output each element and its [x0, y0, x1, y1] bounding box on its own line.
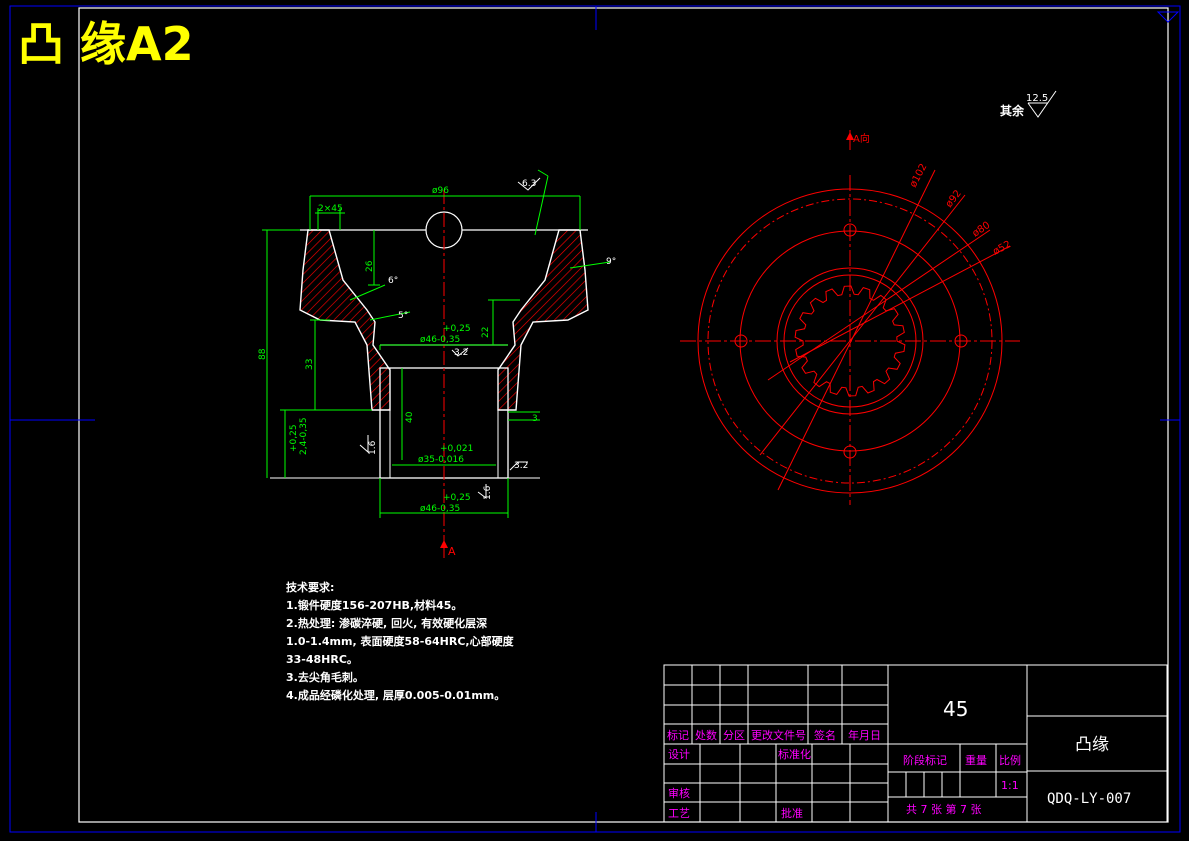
- label-shenhe: 审核: [668, 786, 690, 800]
- dim-33: 33: [305, 359, 315, 370]
- notes-line: 3.去尖角毛刺。: [286, 670, 364, 684]
- title-block: [663, 664, 1168, 823]
- dim-88: 88: [258, 348, 268, 360]
- section-hatch-right: [497, 229, 589, 411]
- roughness-prefix: 其余: [1000, 103, 1025, 118]
- roughness-value: 12.5: [1026, 93, 1048, 104]
- notes-heading: 技术要求:: [286, 580, 334, 594]
- dim-upper-tol: +0,25: [443, 324, 471, 334]
- label-pizhun: 批准: [781, 806, 803, 820]
- part-name: 凸缘: [1075, 735, 1109, 755]
- drawing-number: QDQ-LY-007: [1047, 791, 1131, 807]
- dimension-lines: [262, 169, 611, 518]
- label-chushu: 处数: [695, 729, 717, 742]
- scale-value: 1:1: [1001, 779, 1019, 792]
- dim-d52: ø52: [991, 239, 1013, 258]
- technical-notes: 技术要求: 1.锻件硬度156-207HB,材料45。 2.热处理: 渗碳淬硬,…: [286, 580, 515, 702]
- dim-lower-bore: ø46-0,35: [420, 504, 460, 514]
- section-label: A: [448, 545, 456, 558]
- dim-d102: ø102: [908, 162, 930, 189]
- dim-angle-9: 9°: [606, 257, 616, 267]
- dim-lower-tol: +0,25: [443, 493, 471, 503]
- label-nianyueri: 年月日: [848, 728, 881, 742]
- label-zhongliang: 重量: [965, 753, 987, 767]
- label-jieduan: 阶段标记: [903, 753, 947, 767]
- label-gongyi: 工艺: [668, 807, 690, 820]
- notes-line: 2.热处理: 渗碳淬硬, 回火, 有效硬化层深: [286, 616, 487, 630]
- label-fenqu: 分区: [723, 729, 745, 742]
- dim-roughness-16b: 1.6: [483, 485, 493, 500]
- dim-26: 26: [365, 260, 375, 272]
- notes-line: 33-48HRC。: [286, 653, 358, 666]
- page-title: 凸 缘A2: [18, 17, 194, 71]
- dim-top-diameter: ø96: [432, 186, 449, 196]
- dim-angle-6: 6°: [388, 276, 398, 286]
- dim-roughness-top: 6.3: [522, 179, 536, 189]
- sheet-frame: [9, 5, 1181, 833]
- label-gengai: 更改文件号: [751, 728, 806, 742]
- notes-line: 4.成品经磷化处理, 层厚0.005-0.01mm。: [286, 688, 505, 702]
- dim-3: 3: [532, 414, 538, 424]
- dim-side-tol: +0,25: [289, 424, 299, 452]
- dim-chamfer: 2×45: [318, 204, 343, 214]
- dim-angle-5: 5°: [398, 311, 408, 321]
- view-label: A向: [853, 132, 870, 145]
- dim-bore: ø35-0,016: [418, 455, 464, 465]
- dim-roughness-32b: 3.2: [514, 461, 528, 471]
- dim-22: 22: [481, 327, 491, 338]
- notes-line: 1.锻件硬度156-207HB,材料45。: [286, 598, 462, 612]
- label-qianming: 签名: [814, 728, 836, 742]
- dim-d92: ø92: [944, 188, 964, 210]
- label-biaozhunhua: 标准化: [778, 747, 811, 761]
- label-bili: 比例: [999, 753, 1021, 767]
- dim-d80: ø80: [971, 220, 993, 240]
- label-biaoji: 标记: [667, 728, 689, 742]
- notes-line: 1.0-1.4mm, 表面硬度58-64HRC,心部硬度: [286, 634, 515, 648]
- roughness-note: 其余 12.5: [1000, 90, 1057, 118]
- sheet-count: 共 7 张 第 7 张: [906, 802, 981, 816]
- section-view: A: [258, 169, 616, 558]
- dim-side-val: 2,4-0,35: [299, 417, 309, 455]
- dim-40: 40: [405, 411, 415, 423]
- dim-roughness-16a: 1.6: [368, 440, 378, 455]
- end-view: [680, 130, 1020, 505]
- material-value: 45: [943, 697, 968, 721]
- dim-bore-tol: +0,021: [440, 444, 473, 454]
- label-sheji: 设计: [668, 748, 690, 761]
- dim-upper-bore: ø46-0,35: [420, 335, 460, 345]
- spline-teeth: [794, 285, 906, 397]
